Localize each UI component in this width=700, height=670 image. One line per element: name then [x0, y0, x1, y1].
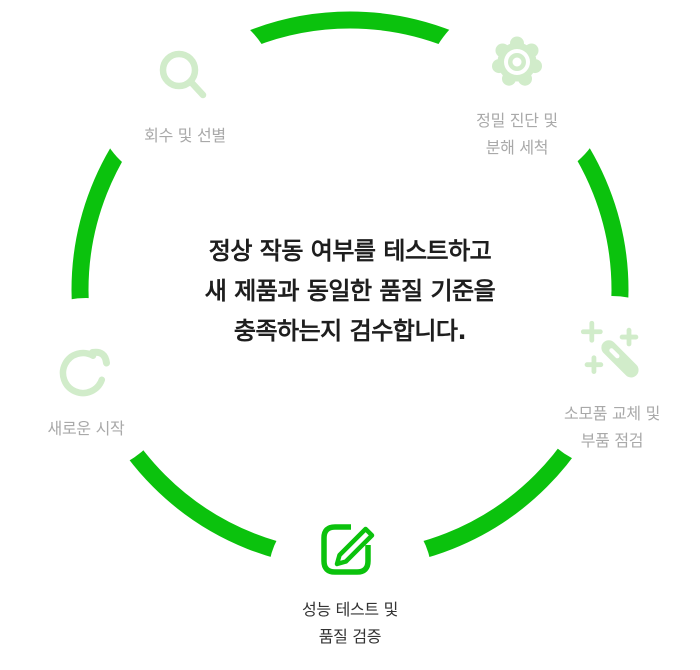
process-node-restart: 새로운 시작: [0, 298, 173, 472]
center-message-line: 새 제품과 동일한 품질 기준을: [204, 277, 496, 305]
center-message: 정상 작동 여부를 테스트하고 새 제품과 동일한 품질 기준을 충족하는지 검…: [0, 231, 700, 351]
magic-wand-icon: [580, 320, 639, 378]
process-node-parts: 소모품 교체 및 부품 점검: [526, 296, 698, 468]
process-node-label: 정밀 진단 및 분해 세척: [476, 111, 558, 157]
center-message-line: 충족하는지 검수합니다.: [233, 317, 467, 345]
edit-icon: [321, 524, 375, 575]
process-node-collect: 회수 및 선별: [93, 3, 277, 187]
magnifier-icon: [159, 50, 207, 99]
process-node-label: 성능 테스트 및 품질 검증: [301, 600, 399, 646]
refresh-icon: [59, 348, 110, 397]
process-node-label: 새로운 시작: [47, 419, 125, 438]
process-node-test: 성능 테스트 및 품질 검증: [268, 495, 432, 659]
center-message-line: 정상 작동 여부를 테스트하고: [208, 237, 492, 265]
process-node-label: 소모품 교체 및 부품 점검: [563, 404, 661, 450]
gear-icon: [492, 36, 542, 86]
process-node-diagnose: 정밀 진단 및 분해 세척: [425, 0, 609, 184]
process-node-label: 회수 및 선별: [144, 126, 226, 145]
